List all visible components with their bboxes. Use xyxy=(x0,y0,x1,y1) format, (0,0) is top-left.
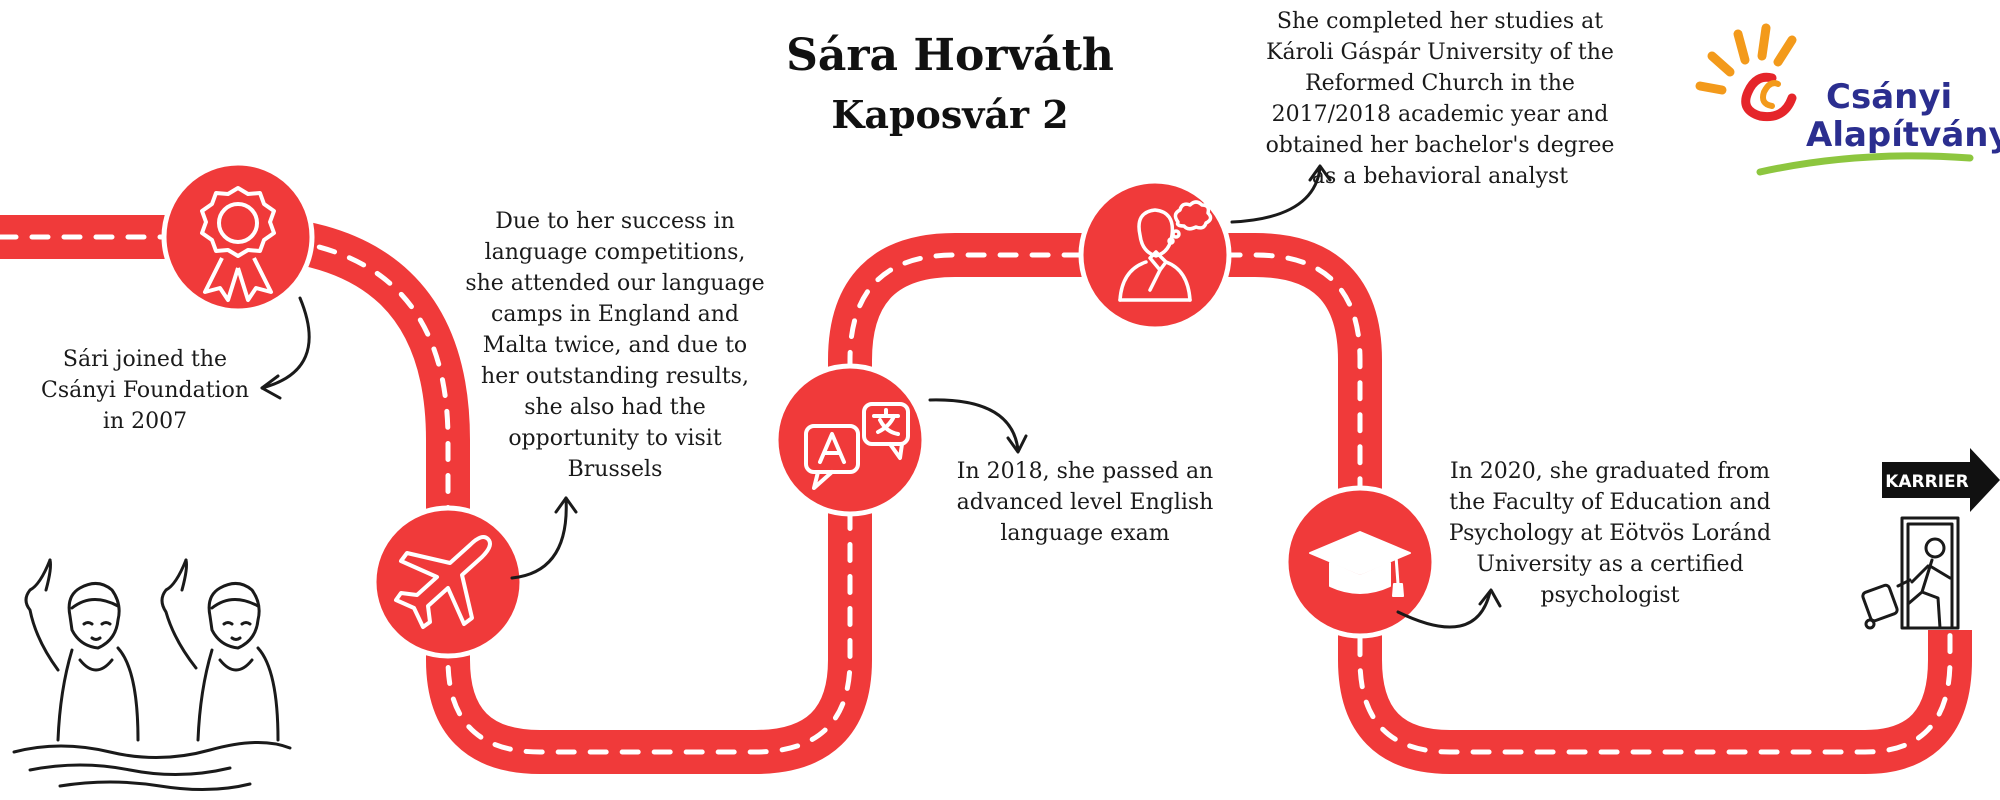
graduation-cap-icon xyxy=(1309,531,1411,597)
milestone-1-text: Sári joined the Csányi Foundation in 200… xyxy=(40,347,249,434)
milestone-1-badge xyxy=(161,160,315,314)
csanyi-logo: Csányi Alapítvány xyxy=(1695,23,2000,176)
milestone-2-text: Due to her success in language competiti… xyxy=(465,209,765,482)
milestone-5-text: In 2020, she graduated from the Faculty … xyxy=(1448,459,1772,608)
road-center-dashes xyxy=(0,234,1953,755)
award-ribbon-icon xyxy=(200,186,276,302)
translate-bubbles-icon xyxy=(804,402,910,490)
milestone-3-text: In 2018, she passed an advanced level En… xyxy=(956,459,1214,546)
page-subtitle: Kaposvár 2 xyxy=(831,92,1069,137)
logo-line-1: Csányi xyxy=(1826,77,1952,117)
exit-door-icon xyxy=(1861,516,1960,630)
airplane-icon xyxy=(394,535,492,629)
synchronized-swimmers-illustration xyxy=(12,558,292,792)
thinking-person-icon xyxy=(1118,200,1213,302)
milestone-4-text: She completed her studies at Károli Gásp… xyxy=(1265,9,1615,189)
logo-line-2: Alapítvány xyxy=(1806,115,2000,155)
milestone-5-badge xyxy=(1283,485,1437,639)
logo-green-swash xyxy=(1756,152,1974,176)
page-title: Sára Horváth xyxy=(786,30,1114,81)
karrier-sign: KARRIER xyxy=(1882,448,2000,512)
arrow-5 xyxy=(1396,588,1502,629)
sun-logo-icon xyxy=(1695,23,1797,122)
milestone-2-badge xyxy=(371,505,525,659)
connector-arrows xyxy=(260,164,1502,629)
milestone-3-badge xyxy=(773,363,927,517)
arrow-3 xyxy=(928,398,1028,454)
arrow-4 xyxy=(1230,164,1332,224)
milestone-4-badge xyxy=(1078,178,1232,332)
arrow-1 xyxy=(260,296,311,400)
arrow-2 xyxy=(510,496,578,580)
karrier-label: KARRIER xyxy=(1885,472,1969,492)
